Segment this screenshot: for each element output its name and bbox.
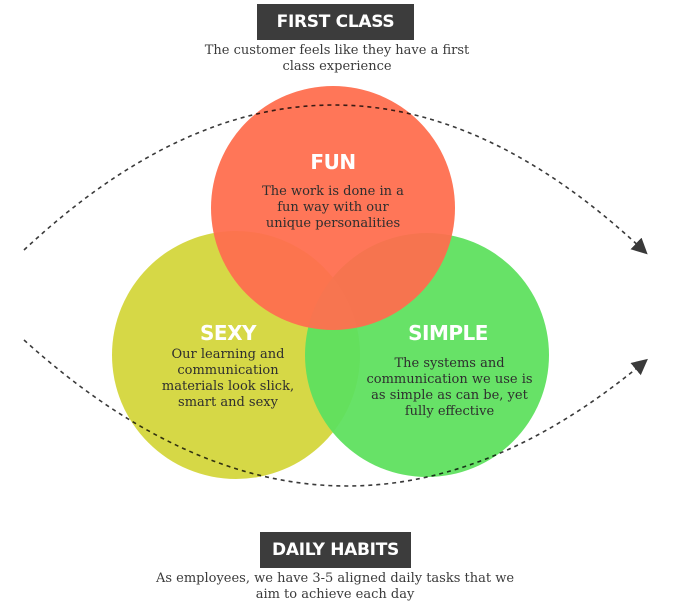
fun-title: FUN xyxy=(310,150,356,174)
daily-habits-description: As employees, we have 3-5 aligned daily … xyxy=(155,571,515,602)
sexy-title: SEXY xyxy=(200,321,256,345)
sexy-text: Our learning and communication materials… xyxy=(161,347,295,410)
fun-text: The work is done in a fun way with our u… xyxy=(262,184,404,231)
bottom-cycle-arrow xyxy=(23,339,648,487)
first-class-label: FIRST CLASS xyxy=(257,4,414,40)
first-class-description: The customer feels like they have a firs… xyxy=(204,43,470,74)
top-cycle-arrow xyxy=(23,104,648,255)
fun-circle xyxy=(211,86,455,330)
simple-text: The systems and communication we use is … xyxy=(366,356,533,419)
daily-habits-label: DAILY HABITS xyxy=(260,532,411,568)
simple-title: SIMPLE xyxy=(408,321,488,345)
